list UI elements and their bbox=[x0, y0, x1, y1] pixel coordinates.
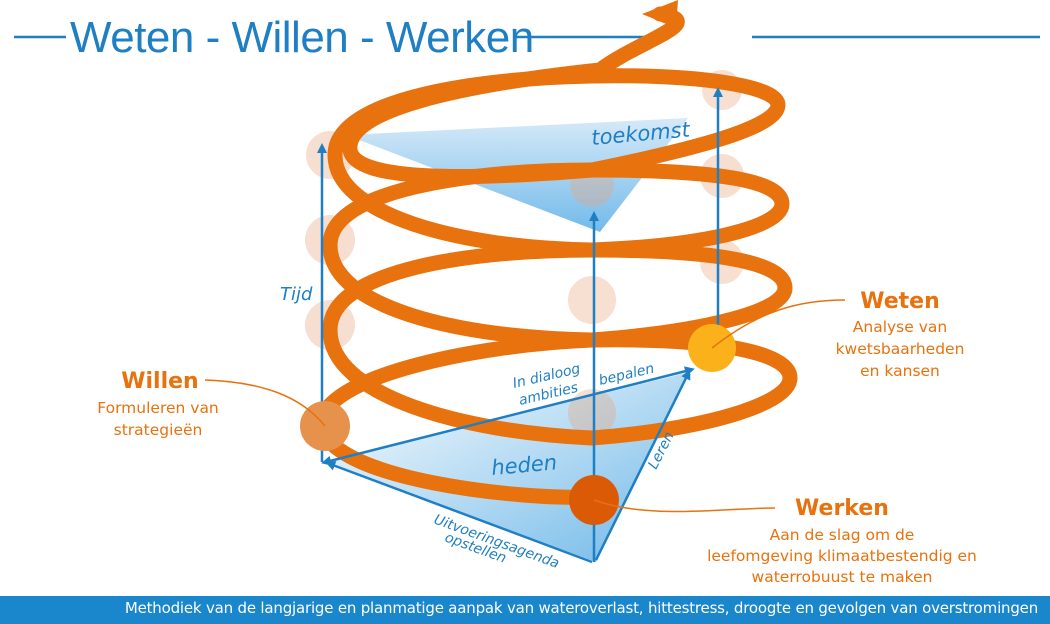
page-title: Weten - Willen - Werken bbox=[70, 13, 534, 62]
werken-desc-line-2: leefomgeving klimaatbestendig en bbox=[707, 547, 977, 565]
werken-heading: Werken bbox=[795, 496, 889, 521]
willen-heading: Willen bbox=[121, 369, 198, 394]
weten-desc-line-2: kwetsbaarheden bbox=[836, 340, 965, 358]
weten-desc-line-1: Analyse van bbox=[853, 318, 947, 336]
willen-desc-line-1: Formuleren van bbox=[97, 399, 219, 417]
weten-block: Weten Analyse van kwetsbaarheden en kans… bbox=[836, 289, 965, 380]
label-connectors bbox=[204, 299, 846, 513]
present-label: heden bbox=[490, 450, 558, 480]
werken-block: Werken Aan de slag om de leefomgeving kl… bbox=[707, 496, 977, 586]
werken-desc-line-1: Aan de slag om de bbox=[770, 526, 915, 544]
weten-desc-line-3: en kansen bbox=[860, 362, 940, 380]
willen-block: Willen Formuleren van strategieën bbox=[97, 369, 219, 439]
footer-bar: Methodiek van de langjarige en planmatig… bbox=[0, 596, 1050, 624]
time-label: Tijd bbox=[280, 284, 313, 305]
footer-caption: Methodiek van de langjarige en planmatig… bbox=[124, 599, 1038, 617]
willen-desc-line-2: strategieën bbox=[114, 421, 203, 439]
werken-desc-line-3: waterrobuust te maken bbox=[752, 568, 933, 586]
spiral-arrowhead bbox=[642, 0, 678, 28]
weten-heading: Weten bbox=[860, 289, 940, 314]
